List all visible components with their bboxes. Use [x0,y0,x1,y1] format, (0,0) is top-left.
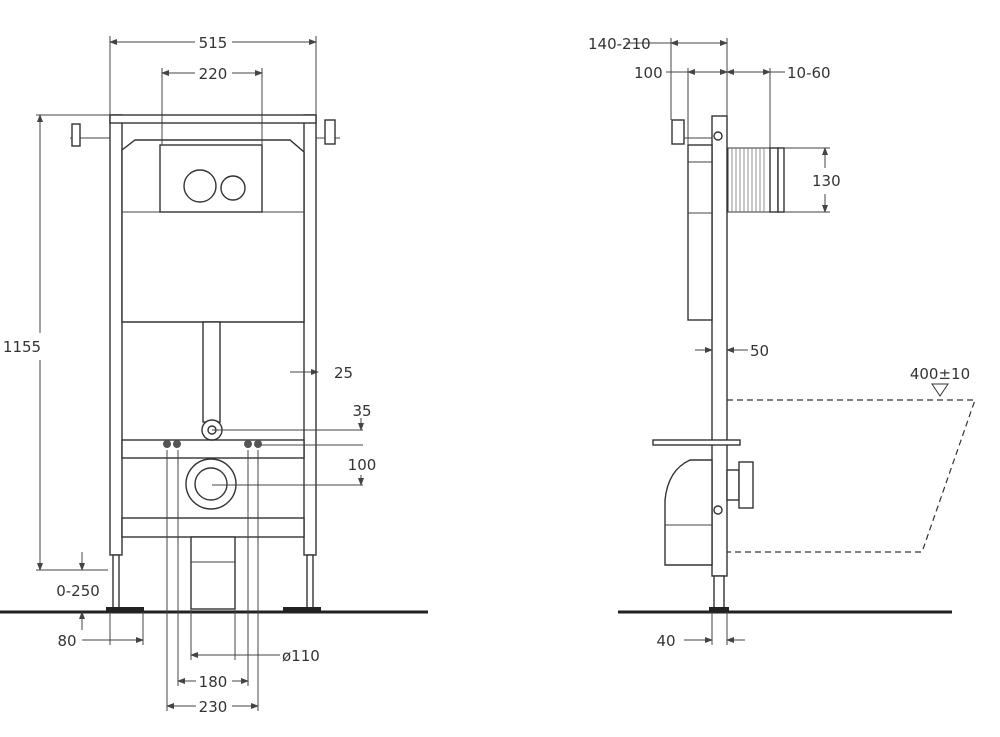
flush-button-small [220,175,246,201]
side-view: 140-210 100 10-60 130 50 400±10 40 [588,35,976,650]
dim-outlet-diameter: ø110 [282,647,320,665]
wall-hung-toilet-outline [727,399,976,553]
cistern [121,139,305,441]
flush-button-large [183,169,217,203]
dim-frame-height: 1155 [3,338,41,356]
dim-button-height: 130 [812,172,841,190]
dim-leg-adjustment: 0-250 [56,582,100,600]
dim-foot-depth: 40 [656,632,675,650]
dim-outlet-100: 100 [348,456,377,474]
dim-foot-width: 80 [57,632,76,650]
outlet-pipe [185,458,237,610]
dim-seat-height: 400±10 [910,365,970,383]
dim-offset-25: 25 [334,364,353,382]
dim-flush-plate-width: 220 [199,65,228,83]
drain-pipe-side [664,459,754,566]
bolts [163,440,262,448]
dimension-lines [36,36,364,711]
dim-bolt-180: 180 [199,673,228,691]
dim-bracket-depth: 100 [634,64,663,82]
side-frame [652,115,741,612]
side-dimension-lines [626,38,830,645]
dim-inlet-35: 35 [352,402,371,420]
level-marker-icon [931,383,949,397]
dim-frame-width: 515 [199,34,228,52]
dim-cistern-depth: 50 [750,342,769,360]
dim-wall-distance: 140-210 [588,35,651,53]
flush-button-side [727,147,785,213]
front-view: 515 220 1155 25 35 100 0-250 80 ø110 180… [0,34,428,716]
dim-bolt-230: 230 [199,698,228,716]
cistern-side [687,144,713,321]
dim-button-projection: 10-60 [787,64,831,82]
